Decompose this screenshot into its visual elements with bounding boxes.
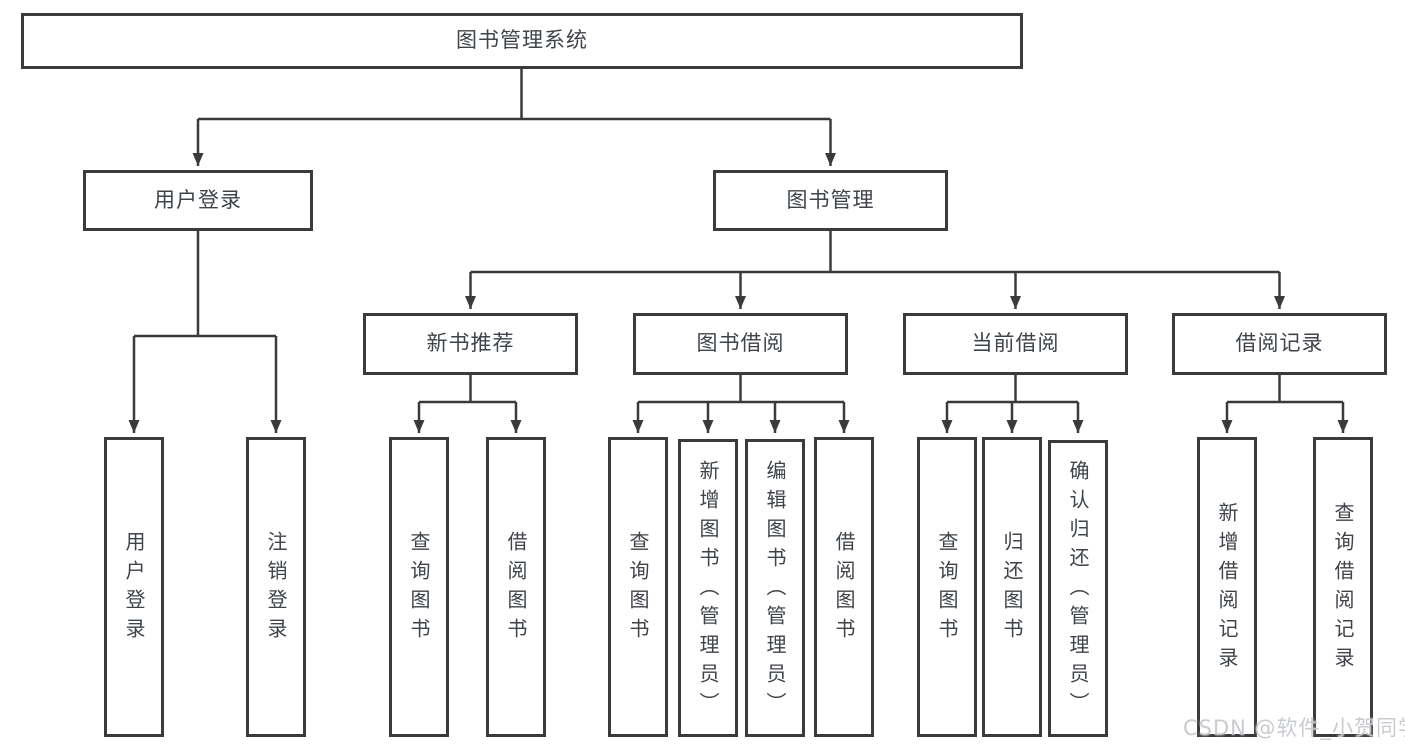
node-current-borrowing: 当前借阅 bbox=[903, 313, 1128, 375]
node-borrow-books-borrowing: 借阅图书 bbox=[814, 437, 874, 737]
node-new-book-recommend: 新书推荐 bbox=[363, 313, 578, 375]
node-return-books: 归还图书 bbox=[982, 437, 1042, 737]
node-query-books-current: 查询图书 bbox=[917, 437, 977, 737]
node-logout: 注销登录 bbox=[246, 437, 306, 737]
node-user-login: 用户登录 bbox=[83, 170, 313, 231]
node-query-books-borrowing: 查询图书 bbox=[608, 437, 668, 737]
node-edit-books-admin: 编辑图书（管理员） bbox=[745, 439, 805, 737]
watermark: CSDN @软件_小贺同学 bbox=[1183, 716, 1405, 740]
node-borrowing-records: 借阅记录 bbox=[1172, 313, 1387, 375]
node-add-books-admin: 新增图书（管理员） bbox=[678, 439, 738, 737]
node-add-borrow-record: 新增借阅记录 bbox=[1197, 437, 1257, 737]
node-book-management-system: 图书管理系统 bbox=[21, 13, 1023, 69]
node-query-borrow-record: 查询借阅记录 bbox=[1313, 437, 1373, 737]
node-confirm-return-admin: 确认归还（管理员） bbox=[1048, 440, 1108, 737]
node-borrow-books-recommend: 借阅图书 bbox=[486, 437, 546, 737]
node-book-management: 图书管理 bbox=[713, 170, 948, 231]
node-book-borrowing: 图书借阅 bbox=[633, 313, 848, 375]
node-query-books-recommend: 查询图书 bbox=[389, 437, 449, 737]
node-user-login-leaf: 用户登录 bbox=[104, 437, 164, 737]
